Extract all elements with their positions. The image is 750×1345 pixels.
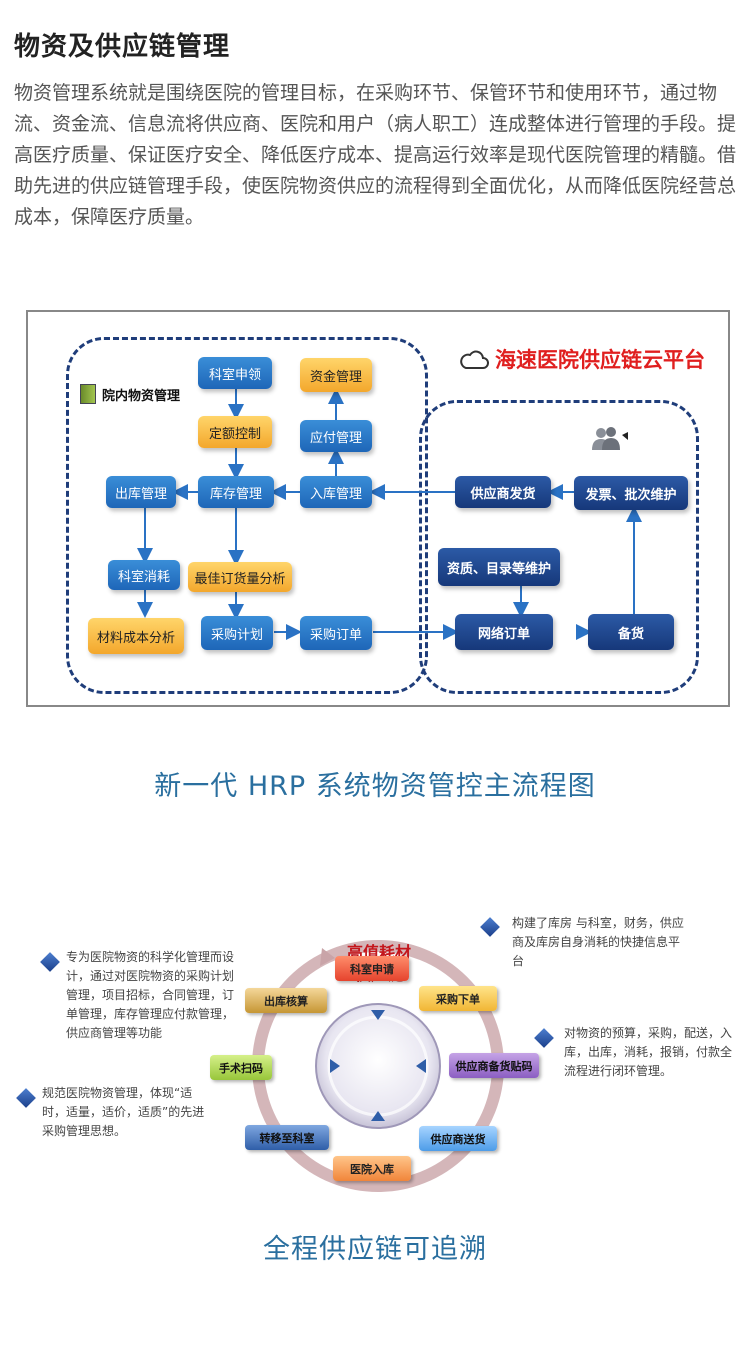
node-optimal-order: 最佳订货量分析: [188, 562, 292, 592]
annotation-top-left: 专为医院物资的科学化管理而设计，通过对医院物资的采购计划管理，项目招标，合同管理…: [66, 950, 235, 1040]
node-dept-apply: 科室申领: [198, 357, 272, 389]
book-icon: [80, 384, 96, 404]
node-supplier-ship: 供应商发货: [455, 476, 551, 508]
node-material-cost: 材料成本分析: [88, 618, 184, 654]
node-purchase-order: 采购订单: [300, 616, 372, 650]
node-outbound: 出库管理: [106, 476, 176, 508]
node-inventory: 库存管理: [198, 476, 274, 508]
node-qualification: 资质、目录等维护: [438, 548, 560, 586]
caption-hrp: 新一代 HRP 系统物资管控主流程图: [154, 771, 596, 802]
node-invoice-batch: 发票、批次维护: [574, 476, 688, 510]
inhouse-region: [66, 337, 428, 694]
annotation-right: 对物资的预算，采购，配送，入库，出库，消耗，报销，付款全流程进行闭环管理。: [564, 1026, 733, 1078]
step-surgery-scan: 手术扫码: [210, 1055, 272, 1080]
node-funds: 资金管理: [300, 358, 372, 392]
node-online-order: 网络订单: [455, 614, 553, 650]
node-inbound: 入库管理: [300, 476, 372, 508]
step-hospital-inbound: 医院入库: [333, 1156, 411, 1181]
step-supplier-stock: 供应商备货贴码: [449, 1053, 539, 1078]
step-purchase-order: 采购下单: [419, 986, 497, 1011]
step-dept-request: 科室申请: [335, 956, 409, 981]
page-title: 物资及供应链管理: [14, 32, 231, 62]
node-purchase-plan: 采购计划: [201, 616, 273, 650]
step-outbound-settle: 出库核算: [245, 988, 327, 1013]
step-move-to-dept: 转移至科室: [245, 1125, 329, 1150]
cloud-icon: [460, 350, 489, 369]
people-icon: [592, 427, 628, 450]
node-dept-consume: 科室消耗: [108, 560, 180, 590]
flow-arrows: [137, 388, 642, 640]
node-payable: 应付管理: [300, 420, 372, 452]
annotation-top-right: 构建了库房 与科室，财务，供应商及库房自身消耗的快捷信息平台: [512, 916, 684, 968]
intro-paragraph: 物资管理系统就是围绕医院的管理目标，在采购环节、保管环节和使用环节，通过物流、资…: [14, 82, 737, 228]
node-quota-control: 定额控制: [198, 416, 272, 448]
caption-trace: 全程供应链可追溯: [263, 1234, 487, 1265]
supply-chain-cycle-diagram: 高值耗材 供应链 科室申请 采购下单 供应商备货贴码 供应商送货 医院入库 转移…: [0, 890, 750, 1200]
hrp-flow-diagram: 院内物资管理 海速医院供应链云平台 科室申领 定额控制 出库管理 库存管理 科室…: [26, 310, 730, 707]
cloud-region: [419, 400, 699, 694]
node-stock-prep: 备货: [588, 614, 674, 650]
annotation-left: 规范医院物资管理，体现“适时，适量，适价，适质”的先进采购管理思想。: [42, 1086, 205, 1138]
inhouse-label: 院内物资管理: [80, 384, 180, 404]
step-supplier-deliver: 供应商送货: [419, 1126, 497, 1151]
cloud-platform-title: 海速医院供应链云平台: [459, 344, 705, 374]
